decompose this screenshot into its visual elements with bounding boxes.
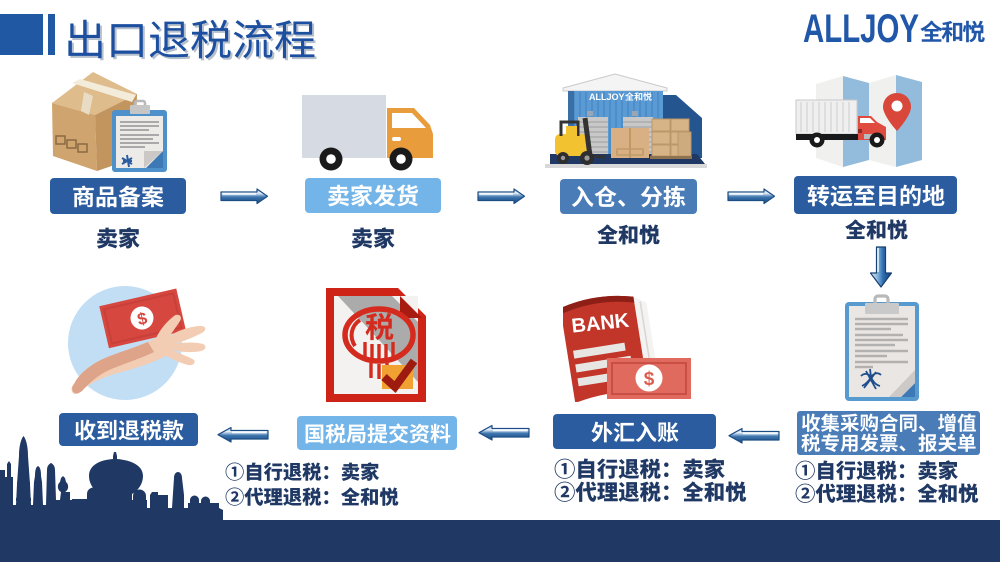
svg-text:ALLJOY: ALLJOY — [589, 92, 625, 102]
svg-text:$: $ — [644, 369, 655, 390]
svg-text:ALLJOY: ALLJOY — [803, 7, 919, 50]
